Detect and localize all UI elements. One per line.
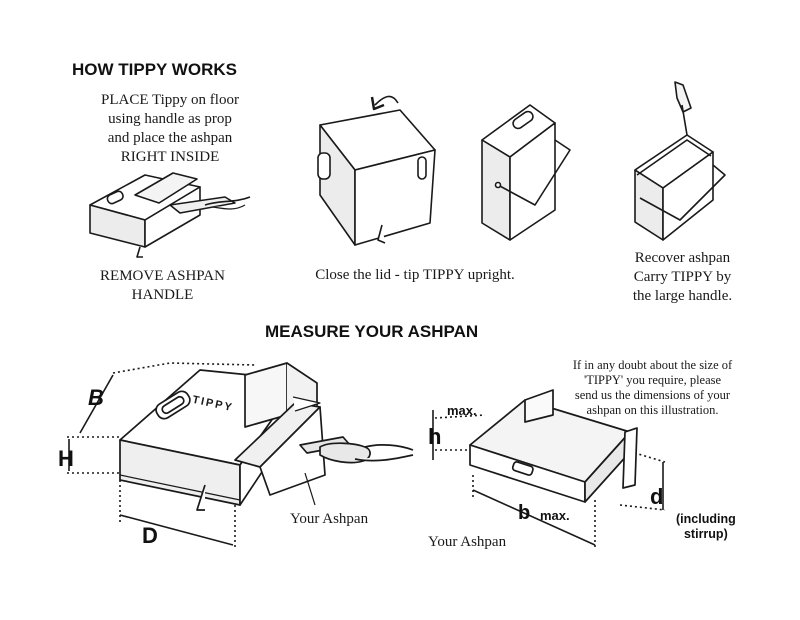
step1-caption-line: REMOVE ASHPAN: [100, 268, 225, 284]
dimension-label-B: B: [88, 385, 104, 410]
max-label-top: max.: [447, 403, 477, 418]
step1-line: PLACE Tippy on floor: [101, 92, 239, 108]
dimension-label-d: d: [650, 484, 664, 509]
step1-line: RIGHT INSIDE: [120, 149, 220, 165]
step1-caption-line: HANDLE: [131, 287, 194, 303]
dimension-label-h: h: [428, 424, 442, 449]
step1-line: using handle as prop: [108, 111, 232, 127]
step4-illustration: [634, 81, 726, 241]
step2-caption: Close the lid - tip TIPPY upright.: [290, 266, 540, 285]
your-ashpan-label-right: Your Ashpan: [428, 534, 507, 550]
step1-caption: REMOVE ASHPAN HANDLE: [70, 267, 255, 305]
ashpan-measure-illustration: [432, 389, 666, 550]
dimension-label-H: H: [58, 446, 74, 471]
note-line: ashpan on this illustration.: [586, 403, 719, 417]
dimension-label-D: D: [142, 523, 158, 548]
section-title-measure-your-ashpan: MEASURE YOUR ASHPAN: [265, 322, 479, 341]
step1-instructions: PLACE Tippy on floor using handle as pro…: [70, 91, 270, 167]
step3-caption-line: Recover ashpan: [634, 250, 731, 266]
step3-illustration: [481, 104, 571, 241]
step2-illustration: [317, 95, 436, 246]
stirrup-line: (including: [676, 512, 736, 526]
stirrup-line: stirrup): [683, 527, 728, 541]
step2-caption-line: Close the lid - tip TIPPY upright.: [315, 267, 515, 283]
note-line: If in any doubt about the size of: [572, 358, 733, 372]
step3-caption-line: the large handle.: [632, 288, 733, 304]
step3-caption: Recover ashpan Carry TIPPY by the large …: [610, 249, 755, 306]
measurement-note: If in any doubt about the size of 'TIPPY…: [550, 358, 755, 418]
step1-illustration: [89, 172, 251, 258]
your-ashpan-label-left: Your Ashpan: [290, 511, 369, 527]
section-title-how-tippy-works: HOW TIPPY WORKS: [72, 60, 237, 79]
tippy-box-measure-illustration: [67, 362, 414, 550]
note-line: send us the dimensions of your: [574, 388, 731, 402]
step1-line: and place the ashpan: [107, 130, 233, 146]
max-label-bottom: max.: [540, 508, 570, 523]
note-line: 'TIPPY' you require, please: [583, 373, 722, 387]
step3-caption-line: Carry TIPPY by: [633, 269, 732, 285]
dimension-label-b: b: [518, 502, 531, 524]
including-stirrup-note: (including stirrup): [676, 512, 736, 542]
